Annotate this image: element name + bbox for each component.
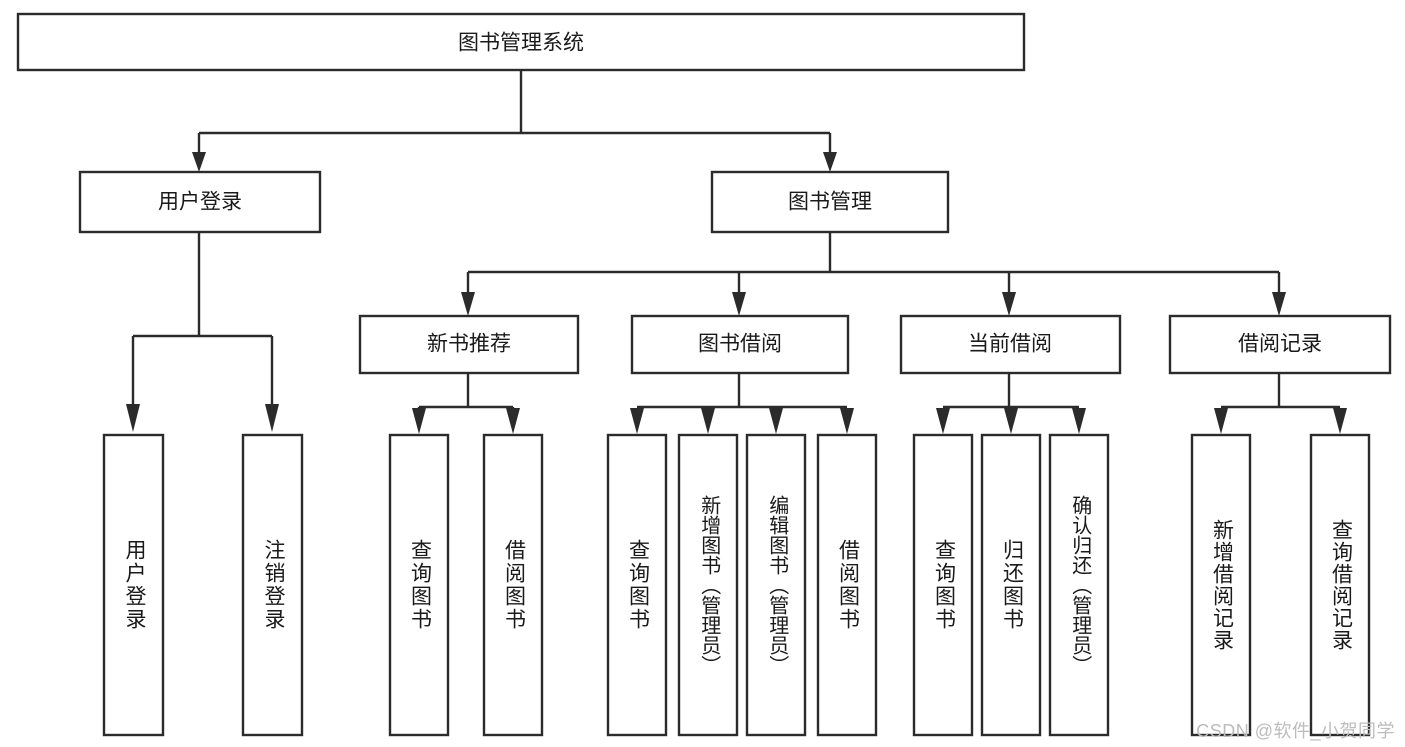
watermark-text: CSDN @软件_小贺同学 — [1196, 721, 1395, 741]
leaf-box-query-book-1[interactable] — [388, 433, 450, 737]
node-current-borrow-label: 当前借阅 — [968, 333, 1052, 356]
arrow-head-icon — [1004, 408, 1018, 434]
arrow-head-icon — [1214, 408, 1228, 434]
connector-group-record — [1214, 373, 1347, 434]
leaf-box-confirm-return-admin[interactable] — [1048, 433, 1110, 737]
node-user-login-label: 用户登录 — [158, 191, 242, 214]
leaf-box-edit-book-admin[interactable] — [745, 433, 807, 737]
arrow-head-icon — [506, 408, 520, 434]
arrow-head-icon — [412, 408, 426, 434]
connector-group-newbook — [412, 373, 520, 434]
node-current-borrow[interactable]: 当前借阅 — [899, 314, 1122, 375]
arrow-head-icon — [701, 408, 715, 434]
node-borrow-record[interactable]: 借阅记录 — [1168, 314, 1392, 375]
arrow-head-icon — [630, 408, 644, 434]
node-book-management[interactable]: 图书管理 — [710, 170, 950, 234]
arrow-head-icon — [1272, 292, 1286, 316]
node-book-borrow-label: 图书借阅 — [698, 333, 782, 356]
connector-group-borrow — [630, 373, 854, 434]
node-new-book-recommend[interactable]: 新书推荐 — [358, 314, 580, 375]
leaf-box-add-book-admin[interactable] — [677, 433, 739, 737]
node-borrow-record-box[interactable] — [1168, 314, 1392, 375]
leaf-box-user-login[interactable] — [102, 433, 165, 737]
node-borrow-record-label: 借阅记录 — [1238, 333, 1322, 356]
arrow-head-icon — [265, 404, 279, 432]
leaf-box-query-book-2[interactable] — [606, 433, 668, 737]
node-root-box[interactable] — [16, 12, 1026, 72]
leaf-box-query-book-3[interactable] — [912, 433, 974, 737]
connector-group-bookmgmt — [461, 232, 1286, 316]
node-user-login[interactable]: 用户登录 — [78, 170, 322, 234]
arrow-head-icon — [823, 152, 837, 172]
arrow-head-icon — [769, 408, 783, 434]
leaf-box-return-book[interactable] — [980, 433, 1042, 737]
arrow-head-icon — [1333, 408, 1347, 434]
arrow-head-icon — [936, 408, 950, 434]
leaf-box-borrow-book-1[interactable] — [482, 433, 544, 737]
arrow-head-icon — [461, 292, 475, 316]
arrow-head-icon — [192, 152, 206, 172]
node-root[interactable]: 图书管理系统 — [16, 12, 1026, 72]
arrow-head-icon — [840, 408, 854, 434]
node-user-login-box[interactable] — [78, 170, 322, 234]
node-book-borrow[interactable]: 图书借阅 — [630, 314, 850, 375]
connector-group-current — [936, 373, 1086, 434]
arrow-head-icon — [732, 292, 746, 316]
node-book-borrow-box[interactable] — [630, 314, 850, 375]
connector-group-login — [126, 232, 279, 432]
leaf-box-logout[interactable] — [241, 433, 304, 737]
node-current-borrow-box[interactable] — [899, 314, 1122, 375]
connector-group-root — [192, 70, 837, 172]
arrow-head-icon — [126, 404, 140, 432]
node-book-management-label: 图书管理 — [788, 191, 872, 214]
node-root-label: 图书管理系统 — [458, 32, 584, 55]
node-book-management-box[interactable] — [710, 170, 950, 234]
leaf-box-borrow-book-2[interactable] — [816, 433, 878, 737]
leaf-box-query-borrow-record[interactable] — [1309, 433, 1371, 737]
node-new-book-recommend-box[interactable] — [358, 314, 580, 375]
arrow-head-icon — [1002, 292, 1016, 316]
leaf-box-add-borrow-record[interactable] — [1190, 433, 1252, 737]
node-new-book-recommend-label: 新书推荐 — [427, 333, 511, 356]
arrow-head-icon — [1072, 408, 1086, 434]
